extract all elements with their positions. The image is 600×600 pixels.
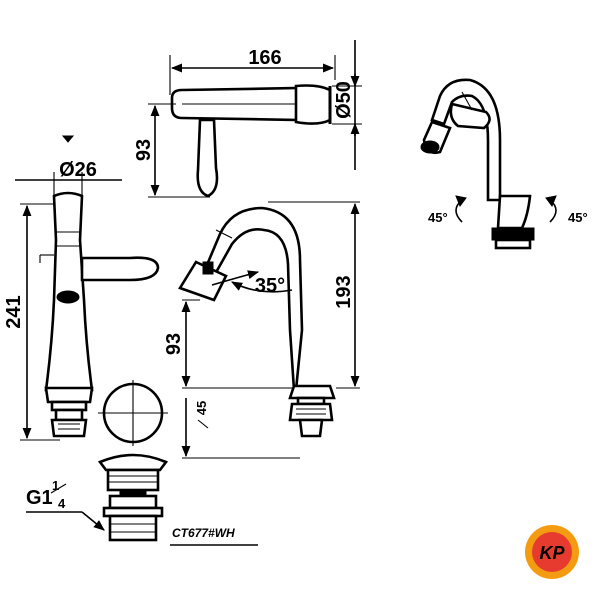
section-marker-icon bbox=[61, 135, 75, 143]
dim-top-length: 166 bbox=[248, 47, 281, 69]
thread-label: G1 bbox=[26, 487, 53, 509]
side-view: 35° 193 93 45 bbox=[163, 201, 360, 459]
kp-logo: KP bbox=[525, 525, 579, 579]
svg-text:KP: KP bbox=[539, 543, 565, 563]
dim-total-height: 241 bbox=[3, 295, 25, 328]
front-view: Ø26 241 bbox=[3, 135, 160, 441]
dim-side-lower-height: 93 bbox=[163, 333, 185, 355]
dim-rotation-angle: 35° bbox=[255, 275, 285, 297]
model-code: CT677#WH bbox=[172, 526, 235, 540]
dim-spout-diameter: Ø26 bbox=[59, 159, 97, 181]
swivel-left-label: 45° bbox=[428, 210, 448, 225]
drain-views: G1 1 4 CT677#WH bbox=[26, 380, 258, 546]
dim-base-offset: 45 bbox=[194, 401, 209, 415]
dim-top-height: 93 bbox=[133, 139, 155, 161]
dim-side-height: 193 bbox=[333, 275, 355, 308]
top-view: 166 93 Ø50 bbox=[133, 40, 362, 198]
thread-fraction-num: 1 bbox=[52, 478, 59, 493]
thread-fraction-den: 4 bbox=[58, 496, 66, 511]
dim-rosette-diameter: Ø50 bbox=[333, 81, 355, 119]
swivel-right-label: 45° bbox=[568, 210, 588, 225]
swivel-view: 45° 45° bbox=[420, 78, 588, 250]
